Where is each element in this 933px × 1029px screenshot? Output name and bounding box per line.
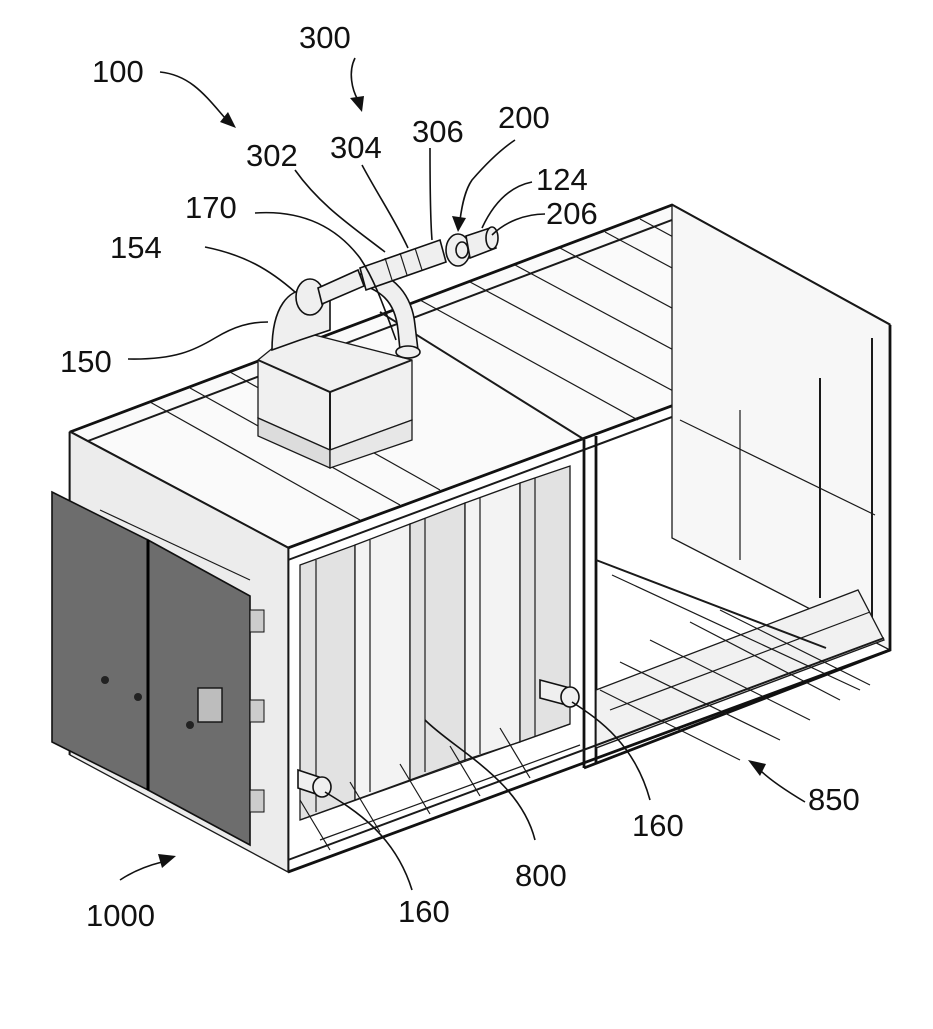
label-124: 124 [536, 162, 588, 197]
label-170: 170 [185, 190, 237, 225]
leader-1000 [120, 862, 162, 880]
label-850: 850 [808, 782, 860, 817]
label-306: 306 [412, 114, 464, 149]
frame-right-end [672, 205, 890, 650]
leader-200 [460, 140, 515, 220]
leader-154 [205, 247, 295, 292]
label-154: 154 [110, 230, 162, 265]
label-300: 300 [299, 20, 351, 55]
leader-304 [362, 165, 408, 248]
label-160-rear: 160 [632, 808, 684, 843]
label-206: 206 [546, 196, 598, 231]
label-1000: 1000 [86, 898, 155, 933]
leader-206 [492, 214, 545, 235]
enclosure-door-left [52, 492, 148, 790]
label-150: 150 [60, 344, 112, 379]
leader-300 [351, 58, 358, 100]
label-302: 302 [246, 138, 298, 173]
label-800: 800 [515, 858, 567, 893]
label-200: 200 [498, 100, 550, 135]
label-304: 304 [330, 130, 382, 165]
label-100: 100 [92, 54, 144, 89]
leader-306 [430, 148, 432, 240]
leader-124 [482, 182, 532, 228]
leader-100 [160, 72, 225, 118]
leader-850 [760, 770, 805, 802]
leader-150 [128, 322, 268, 359]
label-160-front: 160 [398, 894, 450, 929]
